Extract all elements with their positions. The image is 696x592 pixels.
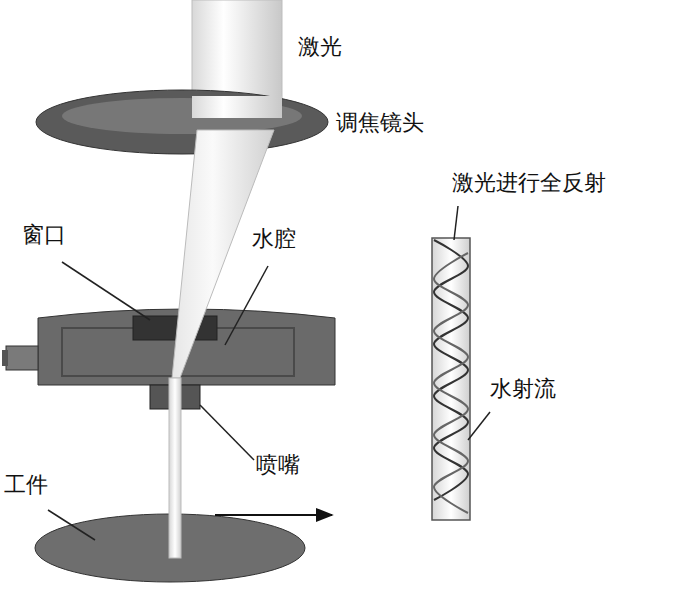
window — [133, 316, 217, 340]
reflection-path — [434, 253, 468, 513]
part-label: 激光进行全反射 — [452, 170, 606, 196]
leader-line — [454, 206, 458, 240]
water-jet — [169, 378, 181, 558]
water-inlet — [6, 346, 38, 370]
part-label: 激光 — [298, 34, 342, 60]
leader-line — [200, 405, 254, 460]
leader-line — [62, 262, 150, 320]
focused-beam — [172, 130, 274, 378]
laser-beam — [192, 0, 282, 118]
inlet-end — [2, 350, 8, 366]
focusing-lens — [36, 90, 328, 154]
leader-line — [468, 412, 490, 440]
jet-detail — [432, 238, 470, 520]
part-label: 工件 — [4, 472, 48, 498]
leader-line — [225, 266, 268, 345]
part-label: 水腔 — [252, 226, 296, 252]
part-label: 调焦镜头 — [336, 110, 424, 136]
part-label: 水射流 — [490, 376, 556, 402]
part-label: 喷嘴 — [256, 452, 300, 478]
part-label: 窗口 — [22, 222, 66, 248]
beam-through-lens — [192, 96, 282, 118]
detail-arrow — [215, 514, 332, 516]
leader-line — [48, 510, 95, 540]
total-reflection-paths — [434, 240, 468, 513]
